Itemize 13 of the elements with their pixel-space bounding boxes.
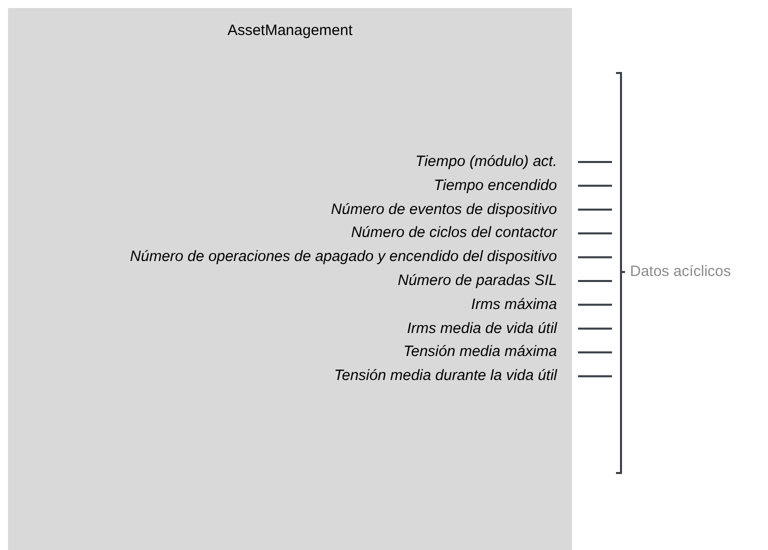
panel [8, 8, 572, 550]
parameter-label: Irms máxima [471, 296, 557, 314]
parameter-label: Número de eventos de dispositivo [331, 200, 557, 219]
parameter-label: Tensión media durante la vida útil [334, 367, 557, 386]
parameter-label: Tiempo (módulo) act. [415, 153, 557, 171]
panel-title: AssetManagement [226, 22, 354, 39]
bracket-label: Datos acíclicos [630, 263, 731, 281]
parameter-label: Número de operaciones de apagado y encendido del dispositivo [130, 248, 557, 266]
parameter-label: Tensión media máxima [403, 343, 557, 362]
parameter-label: Número de ciclos del contactor [351, 224, 557, 242]
parameter-label: Irms media de vida útil [406, 320, 557, 338]
parameter-label: Número de paradas SIL [398, 272, 557, 290]
parameter-label: Tiempo encendido [434, 176, 557, 195]
